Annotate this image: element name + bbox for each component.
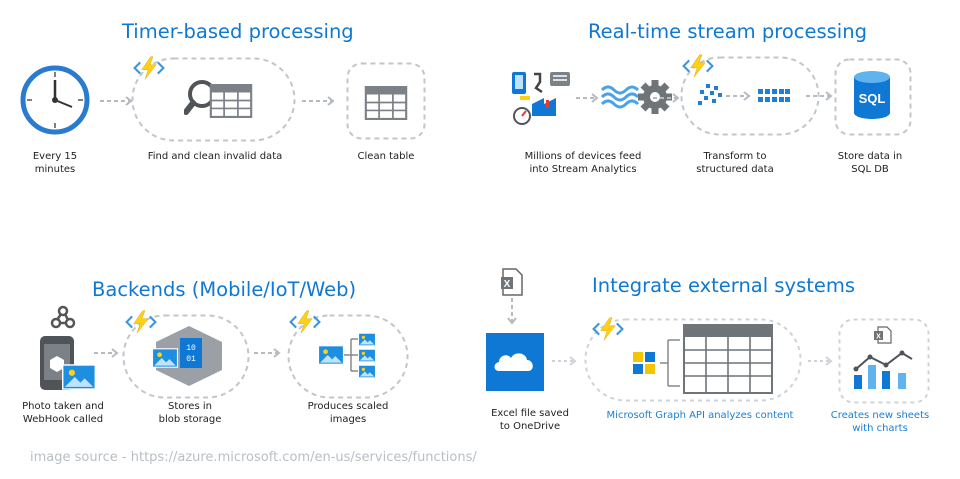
panel-title-backends: Backends (Mobile/IoT/Web) — [92, 278, 357, 301]
clock-icon — [19, 64, 91, 136]
dashed-arrow — [808, 356, 836, 366]
caption: Produces scaled images — [307, 401, 389, 425]
blob-binary-label: 01 — [186, 355, 196, 364]
caption: Stores in blob storage — [158, 401, 222, 425]
image-icon — [358, 365, 376, 378]
image-icon — [358, 349, 376, 362]
caption: Creates new sheets with charts — [830, 410, 930, 434]
scattered-data-icon — [698, 84, 724, 106]
blob-storage-icon: 10 01 — [150, 324, 228, 388]
azure-function-icon — [592, 316, 624, 342]
table-icon — [363, 86, 409, 120]
output-container — [834, 58, 912, 136]
iot-devices-icon — [510, 70, 576, 126]
caption: Find and clean invalid data — [147, 151, 283, 162]
function-container — [131, 57, 296, 142]
dashed-arrow — [552, 356, 580, 366]
panel-title-integrate: Integrate external systems — [592, 274, 856, 297]
dashed-arrow — [254, 348, 284, 358]
table-icon — [683, 324, 773, 394]
caption: Store data in SQL DB — [837, 151, 903, 175]
table-icon — [208, 84, 254, 118]
sql-label: SQL — [859, 91, 886, 106]
dashed-arrow — [653, 93, 683, 103]
dashed-arrow — [100, 96, 136, 106]
scale-connector — [344, 334, 358, 376]
dashed-arrow — [576, 93, 602, 103]
dashed-arrow — [726, 91, 754, 101]
caption: Millions of devices feed into Stream Ana… — [524, 151, 642, 175]
azure-function-icon — [133, 55, 165, 81]
onedrive-icon — [486, 333, 544, 391]
sql-database-icon: SQL — [852, 70, 892, 120]
dashed-arrow — [806, 91, 836, 101]
function-container — [680, 56, 820, 136]
caption: Excel file saved to OneDrive — [491, 408, 569, 432]
caption: Clean table — [357, 151, 415, 162]
azure-function-icon — [682, 53, 714, 79]
graph-api-icon — [633, 352, 655, 374]
image-icon — [318, 345, 344, 365]
caption: Transform to structured data — [696, 151, 774, 175]
excel-letter: X — [876, 334, 881, 341]
blob-binary-label: 10 — [186, 344, 196, 353]
azure-function-icon — [289, 309, 321, 335]
chart-icon — [852, 347, 916, 391]
function-container — [287, 314, 409, 399]
output-container — [346, 62, 426, 140]
bracket-connector — [660, 338, 680, 388]
phone-icon — [38, 334, 98, 394]
caption: Every 15 minutes — [32, 151, 78, 175]
excel-letter: X — [504, 279, 511, 290]
panel-title-stream: Real-time stream processing — [588, 20, 867, 43]
image-source-note: image source - https://azure.microsoft.c… — [30, 450, 477, 465]
dashed-arrow — [302, 96, 338, 106]
panel-title-timer: Timer-based processing — [122, 20, 354, 43]
caption: Microsoft Graph API analyzes content — [606, 410, 794, 421]
function-container — [584, 318, 802, 402]
dashed-arrow — [94, 348, 122, 358]
excel-icon: X — [874, 326, 892, 344]
caption: Photo taken and WebHook called — [22, 401, 104, 425]
structured-data-icon — [758, 89, 790, 103]
function-container — [122, 314, 250, 399]
excel-icon: X — [501, 268, 523, 296]
dashed-arrow — [507, 298, 517, 328]
webhook-icon — [50, 304, 76, 330]
image-icon — [358, 333, 376, 346]
